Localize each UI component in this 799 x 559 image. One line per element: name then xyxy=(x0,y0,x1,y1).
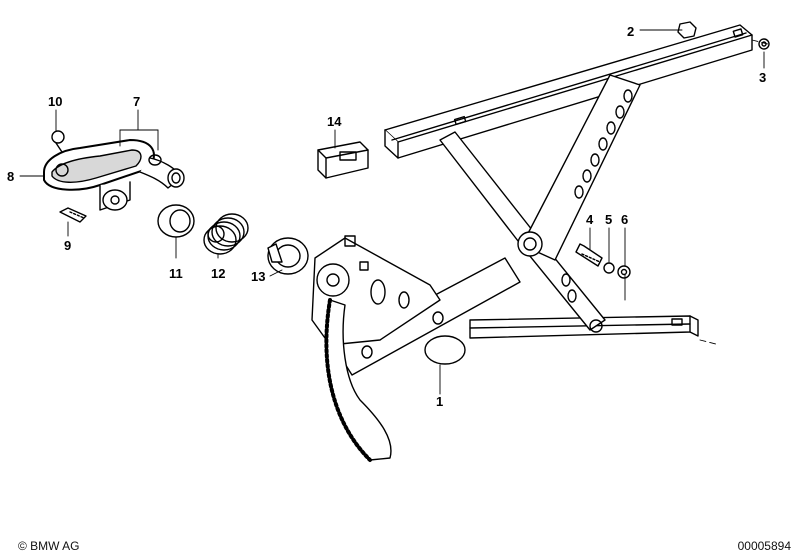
callout-7: 7 xyxy=(133,94,140,109)
callout-9: 9 xyxy=(64,238,71,253)
callout-2: 2 xyxy=(627,24,634,39)
callout-4: 4 xyxy=(586,212,594,227)
callout-3: 3 xyxy=(759,70,766,85)
callout-5: 5 xyxy=(605,212,612,227)
scissor-arm-rear xyxy=(517,74,641,261)
upper-rail xyxy=(384,24,753,159)
leader-lines xyxy=(19,29,769,395)
lower-rail xyxy=(469,315,699,339)
toothed-sector xyxy=(316,263,392,462)
copyright-notice: © BMW AG xyxy=(18,539,80,553)
screw-9 xyxy=(59,207,87,223)
spring xyxy=(203,213,249,255)
callout-labels: 1 2 3 4 5 6 7 8 9 10 11 12 13 14 xyxy=(7,24,766,409)
callout-10: 10 xyxy=(48,94,62,109)
nut-3 xyxy=(758,38,770,50)
callout-1: 1 xyxy=(436,394,443,409)
bolt-nut-washer-set xyxy=(575,243,631,279)
callout-6: 6 xyxy=(621,212,628,227)
nut-2 xyxy=(677,21,697,39)
document-number: 00005894 xyxy=(737,539,791,553)
shaft-washer xyxy=(267,237,309,275)
callout-11: 11 xyxy=(169,266,183,281)
crank-handle xyxy=(43,139,185,211)
screw-10 xyxy=(51,130,65,153)
callout-14: 14 xyxy=(327,114,342,129)
guide-slider xyxy=(317,141,369,179)
escutcheon xyxy=(157,204,195,238)
callout-8: 8 xyxy=(7,169,14,184)
callout-13: 13 xyxy=(251,269,265,284)
callout-12: 12 xyxy=(211,266,225,281)
